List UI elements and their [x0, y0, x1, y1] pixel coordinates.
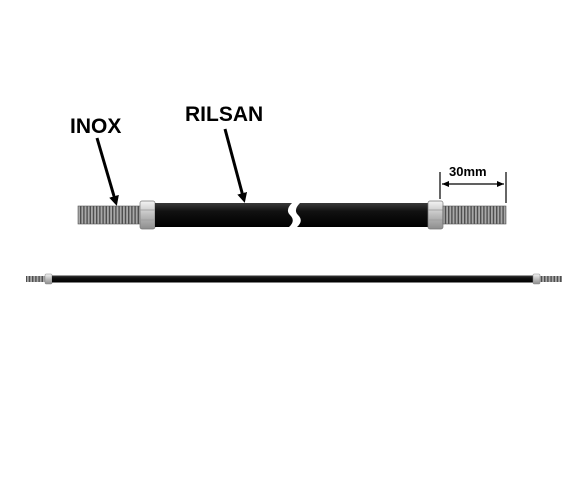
full-rod-left-thread: [26, 276, 46, 282]
full-rod-right-thread: [540, 276, 562, 282]
rilsan-arrow: [223, 128, 248, 203]
rilsan-tube-right: [295, 203, 428, 227]
rilsan-callout: RILSAN: [185, 103, 263, 203]
inox-arrow: [95, 137, 119, 206]
right-nut: [427, 200, 444, 230]
full-rod-tube: [52, 275, 533, 283]
inox-callout: INOX: [70, 115, 121, 206]
full-rod-left-nut: [44, 273, 53, 285]
left-thread: [77, 205, 143, 225]
right-thread: [442, 205, 507, 225]
detailed-rod: [77, 200, 507, 230]
dimension-label: 30mm: [449, 164, 487, 179]
left-nut: [139, 200, 156, 230]
full-rod: [26, 273, 562, 285]
rilsan-label: RILSAN: [185, 103, 263, 126]
dimension-callout: 30mm: [439, 164, 507, 203]
full-rod-right-nut: [532, 273, 541, 285]
inox-label: INOX: [70, 115, 121, 138]
rilsan-tube-left: [155, 203, 293, 227]
